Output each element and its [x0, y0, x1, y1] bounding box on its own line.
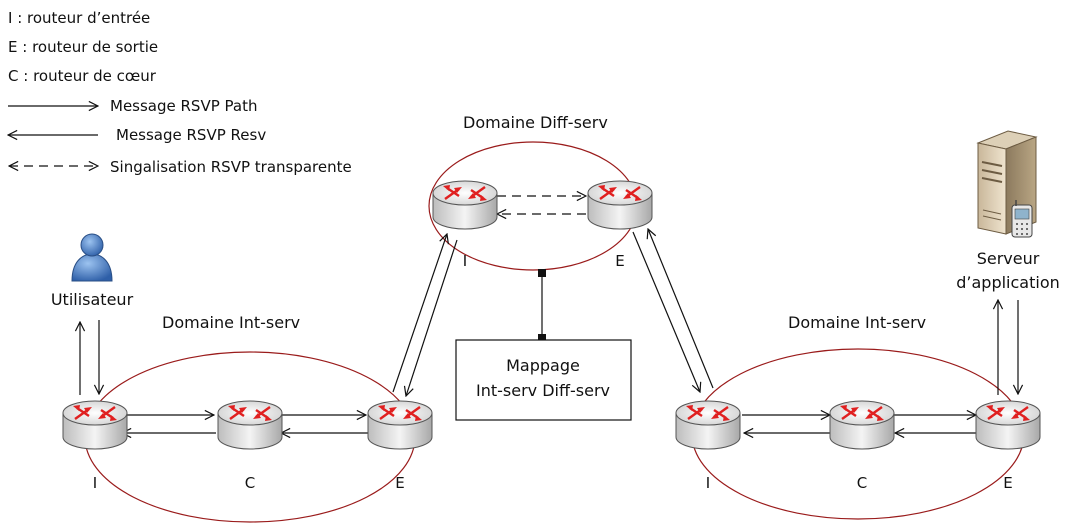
legend-ingress: I : routeur d’entrée: [8, 9, 150, 27]
user-label: Utilisateur: [51, 290, 134, 309]
left-e-center-i-path: [392, 234, 447, 393]
left-core-router: [216, 399, 284, 451]
right-domain-label: Domaine Int-serv: [788, 313, 926, 332]
right-core-label: C: [857, 474, 867, 492]
legend-path: Message RSVP Path: [110, 97, 257, 115]
server-label-line1: Serveur: [977, 249, 1040, 268]
connector-top-square: [538, 269, 546, 277]
mapping-box: [455, 339, 632, 421]
right-egress-label: E: [1003, 474, 1012, 492]
right-ingress-router: [674, 399, 742, 451]
center-ingress-router: [431, 179, 499, 231]
left-egress-label: E: [395, 474, 404, 492]
left-egress-router: [366, 399, 434, 451]
right-core-router: [828, 399, 896, 451]
left-ingress-router: [61, 399, 129, 451]
left-core-label: C: [245, 474, 255, 492]
legend-egress: E : routeur de sortie: [8, 38, 158, 56]
mapping-line1: Mappage: [506, 356, 580, 375]
links: [80, 196, 1018, 433]
center-ingress-label: I: [463, 252, 467, 270]
user-icon: [71, 233, 113, 282]
server-icon: [976, 130, 1038, 238]
left-domain-label: Domaine Int-serv: [162, 313, 300, 332]
mapping-connector: [538, 269, 546, 342]
legend-transparent: Singalisation RSVP transparente: [110, 158, 352, 176]
left-ingress-label: I: [93, 474, 97, 492]
legend-resv: Message RSVP Resv: [116, 126, 266, 144]
right-egress-router: [974, 399, 1042, 451]
center-i-left-e-resv: [406, 239, 458, 396]
mapping-line2: Int-serv Diff-serv: [476, 381, 610, 400]
center-e-right-i-path: [632, 231, 700, 392]
right-ingress-label: I: [706, 474, 710, 492]
connector-bottom-square: [538, 334, 546, 342]
center-egress-router: [586, 179, 654, 231]
right-i-center-e-resv: [648, 229, 714, 389]
legend: I : routeur d’entrée E : routeur de sort…: [8, 9, 352, 176]
center-domain-label: Domaine Diff-serv: [463, 113, 608, 132]
center-egress-label: E: [615, 252, 624, 270]
server-label-line2: d’application: [956, 273, 1060, 292]
legend-core: C : routeur de cœur: [8, 67, 157, 85]
